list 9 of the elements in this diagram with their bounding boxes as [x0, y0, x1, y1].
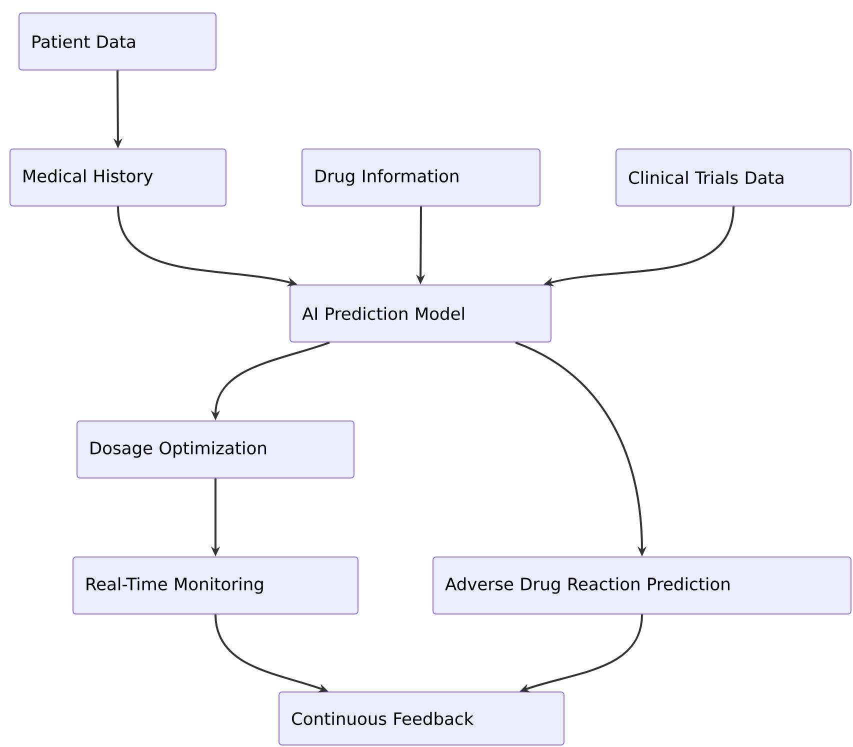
- process-box: Drug Information: [302, 148, 540, 206]
- process-box: Dosage Optimization: [76, 420, 354, 478]
- process-box: Adverse Drug Reaction Prediction: [432, 556, 852, 614]
- process-box: Clinical Trials Data: [616, 148, 852, 206]
- process-box: Patient Data: [18, 12, 216, 70]
- process-box: Medical History: [10, 148, 226, 206]
- process-box: Continuous Feedback: [278, 692, 564, 746]
- process-box: Real-Time Monitoring: [72, 556, 358, 614]
- process-box: AI Prediction Model: [290, 284, 552, 342]
